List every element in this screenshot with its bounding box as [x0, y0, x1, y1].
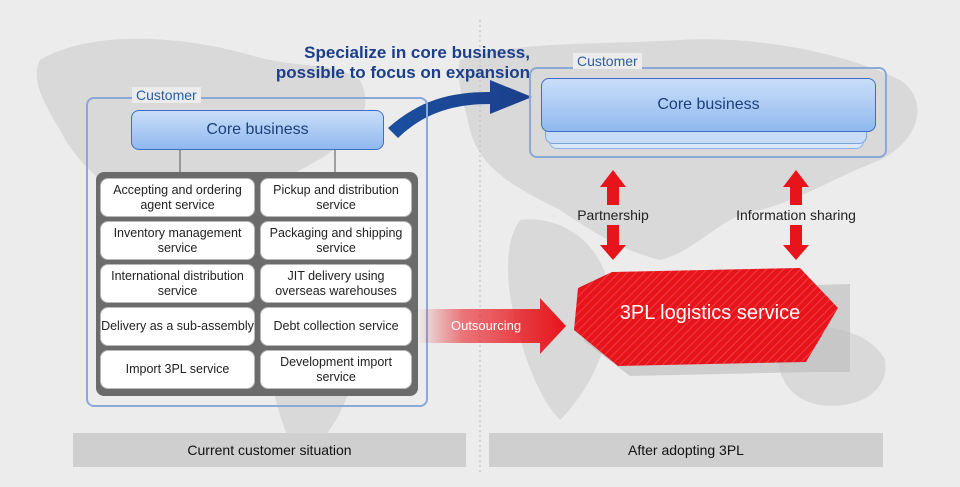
- logistics-label: 3PL logistics service: [619, 302, 801, 324]
- service-item: JIT delivery using overseas warehouses: [260, 264, 412, 303]
- service-item: Debt collection service: [260, 307, 412, 346]
- left-customer-frame: [86, 97, 428, 407]
- right-customer-label: Customer: [573, 53, 642, 69]
- service-item: International distribution service: [100, 264, 255, 303]
- footer-after-adopting: After adopting 3PL: [489, 433, 883, 467]
- headline-line-2: possible to focus on expansion: [275, 63, 530, 82]
- partnership-label: Partnership: [577, 207, 649, 223]
- right-customer-frame: [529, 67, 887, 158]
- service-item: Delivery as a sub-assembly: [100, 307, 255, 346]
- service-item: Packaging and shipping service: [260, 221, 412, 260]
- service-item: Import 3PL service: [100, 350, 255, 389]
- service-item: Accepting and ordering agent service: [100, 178, 255, 217]
- service-item: Development import service: [260, 350, 412, 389]
- footer-current-situation: Current customer situation: [73, 433, 466, 467]
- left-core-business: Core business: [131, 110, 384, 150]
- left-customer-label: Customer: [132, 87, 201, 103]
- service-item: Pickup and distribution service: [260, 178, 412, 217]
- outsourcing-label: Outsourcing: [450, 318, 522, 333]
- right-core-business: Core business: [541, 78, 876, 132]
- service-item: Inventory management service: [100, 221, 255, 260]
- headline-line-1: Specialize in core business,: [304, 43, 530, 62]
- headline: Specialize in core business, possible to…: [150, 43, 530, 83]
- information-sharing-label: Information sharing: [736, 207, 856, 223]
